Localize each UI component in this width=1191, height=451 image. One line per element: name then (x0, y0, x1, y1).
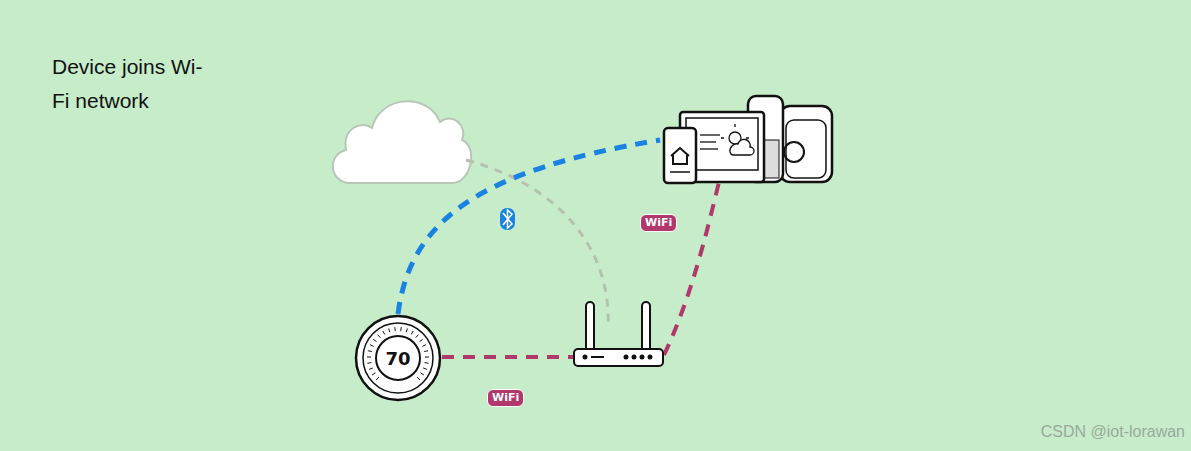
thermostat-dial: 70 (354, 314, 442, 402)
router (574, 302, 663, 366)
temperature-value: 70 (354, 348, 442, 369)
watermark: CSDN @iot-lorawan (1041, 423, 1185, 441)
wifi-link (664, 182, 719, 355)
bluetooth-icon (500, 208, 515, 230)
cloud (333, 101, 471, 183)
bluetooth-link (398, 140, 660, 314)
diagram-title: Device joins Wi-Fi network (52, 50, 217, 118)
smart-devices (664, 96, 832, 183)
wifi-badge: WiFi (640, 214, 677, 232)
wifi-badge: WiFi (487, 389, 524, 407)
wifi-link (442, 355, 573, 359)
